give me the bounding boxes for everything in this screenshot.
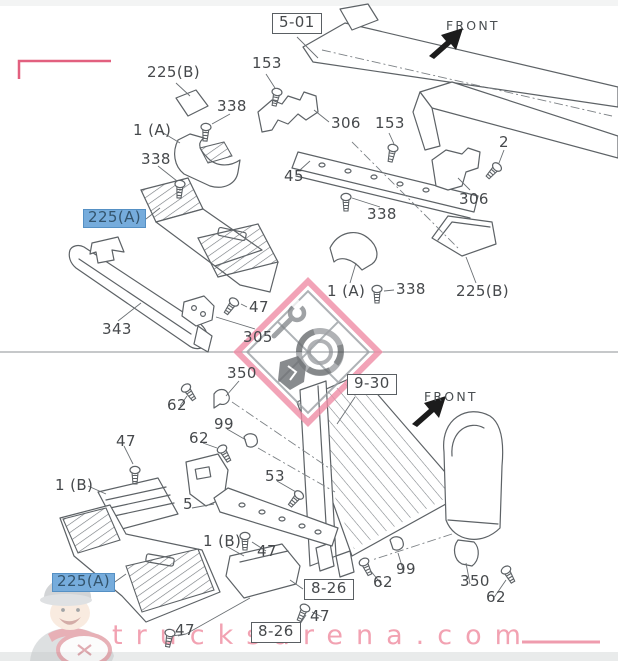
bottom-edge-strip	[0, 652, 618, 661]
part-number-label[interactable]: 99	[214, 415, 234, 433]
section-ref-label[interactable]: 8-26	[304, 579, 354, 600]
part-number-label[interactable]: 47	[175, 621, 195, 639]
part-number-label[interactable]: 338	[396, 280, 426, 298]
part-number-label[interactable]: 343	[102, 320, 132, 338]
part-number-label[interactable]: 47	[310, 607, 330, 625]
part-number-label[interactable]: 47	[249, 298, 269, 316]
watermark-diamond	[233, 277, 383, 427]
top-section-drawing	[68, 3, 618, 353]
part-number-label[interactable]: 99	[396, 560, 416, 578]
front-label: FRONT	[424, 389, 478, 404]
part-number-label[interactable]: 350	[460, 572, 490, 590]
wrench-icon	[271, 298, 307, 339]
bottom-section-drawing	[59, 373, 518, 649]
part-number-label[interactable]: 62	[486, 588, 506, 606]
part-number-label[interactable]: 153	[252, 54, 282, 72]
part-number-label[interactable]: 153	[375, 114, 405, 132]
part-number-label[interactable]: 1 (B)	[55, 476, 94, 494]
part-number-label[interactable]: 2	[499, 133, 509, 151]
section-ref-label[interactable]: 8-26	[251, 622, 301, 643]
part-number-label[interactable]: 306	[459, 190, 489, 208]
part-number-label[interactable]: 62	[167, 396, 187, 414]
part-number-label[interactable]: 306	[331, 114, 361, 132]
part-number-label[interactable]: 5	[183, 495, 193, 513]
bearing-icon	[296, 328, 344, 376]
front-arrow-icon-bottom	[412, 396, 446, 427]
part-number-label[interactable]: 350	[227, 364, 257, 382]
part-number-label[interactable]: 225(B)	[456, 282, 510, 300]
part-number-label[interactable]: 1 (A)	[327, 282, 366, 300]
part-number-label[interactable]: 47	[116, 432, 136, 450]
part-number-label[interactable]: 305	[243, 328, 273, 346]
part-number-label[interactable]: 1 (A)	[133, 121, 172, 139]
section-ref-label[interactable]: 9-30	[347, 374, 397, 395]
part-number-label[interactable]: 338	[217, 97, 247, 115]
part-number-label[interactable]: 62	[189, 429, 209, 447]
top-edge-strip	[0, 0, 618, 6]
highlighted-part-number-label[interactable]: 225(A)	[83, 209, 146, 228]
part-blob-icon	[278, 356, 306, 390]
corner-mark	[17, 59, 111, 79]
front-arrow-icon-top	[429, 28, 463, 59]
part-number-label[interactable]: 1 (B)	[203, 532, 242, 550]
part-number-label[interactable]: 338	[141, 150, 171, 168]
part-number-label[interactable]: 62	[373, 573, 393, 591]
part-number-label[interactable]: 53	[265, 467, 285, 485]
part-number-label[interactable]: 45	[284, 167, 304, 185]
part-number-label[interactable]: 225(B)	[147, 63, 201, 81]
front-label: FRONT	[446, 18, 500, 33]
section-ref-label[interactable]: 5-01	[272, 13, 322, 34]
highlighted-part-number-label[interactable]: 225(A)	[52, 573, 115, 592]
part-number-label[interactable]: 338	[367, 205, 397, 223]
part-number-label[interactable]: 47	[257, 542, 277, 560]
